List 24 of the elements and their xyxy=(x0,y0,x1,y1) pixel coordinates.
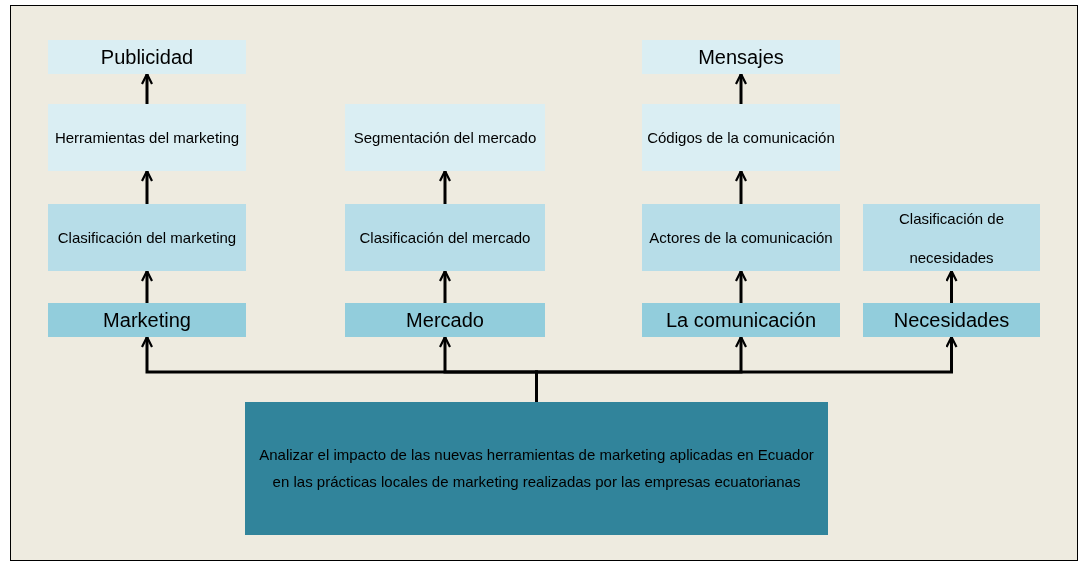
arrow xyxy=(140,169,154,204)
topic-box: Clasificación del mercado xyxy=(345,204,545,271)
topic-box: Herramientas del marketing xyxy=(48,104,246,171)
topic-box: Mensajes xyxy=(642,40,840,74)
arrow xyxy=(535,335,958,402)
topic-box: Códigos de la comunicación xyxy=(642,104,840,171)
arrow xyxy=(438,269,452,303)
topic-box: Publicidad xyxy=(48,40,246,74)
topic-box: Segmentación del mercado xyxy=(345,104,545,171)
topic-box: Necesidades xyxy=(863,303,1040,337)
arrow xyxy=(945,269,958,303)
arrow xyxy=(734,72,748,104)
topic-box: Mercado xyxy=(345,303,545,337)
arrow xyxy=(734,269,748,303)
topic-box: La comunicación xyxy=(642,303,840,337)
topic-box: Marketing xyxy=(48,303,246,337)
arrow xyxy=(438,169,452,204)
arrow xyxy=(140,72,154,104)
topic-box: Actores de la comunicación xyxy=(642,204,840,271)
topic-box: Clasificación de necesidades xyxy=(863,204,1040,271)
arrow xyxy=(140,269,154,303)
arrow xyxy=(734,169,748,204)
goal-box: Analizar el impacto de las nuevas herramientas de marketing aplicadas en Ecuador en las prácticas locales de marketing realizadas por las empresas ecuatorianas xyxy=(245,402,828,535)
topic-box: Clasificación del marketing xyxy=(48,204,246,271)
